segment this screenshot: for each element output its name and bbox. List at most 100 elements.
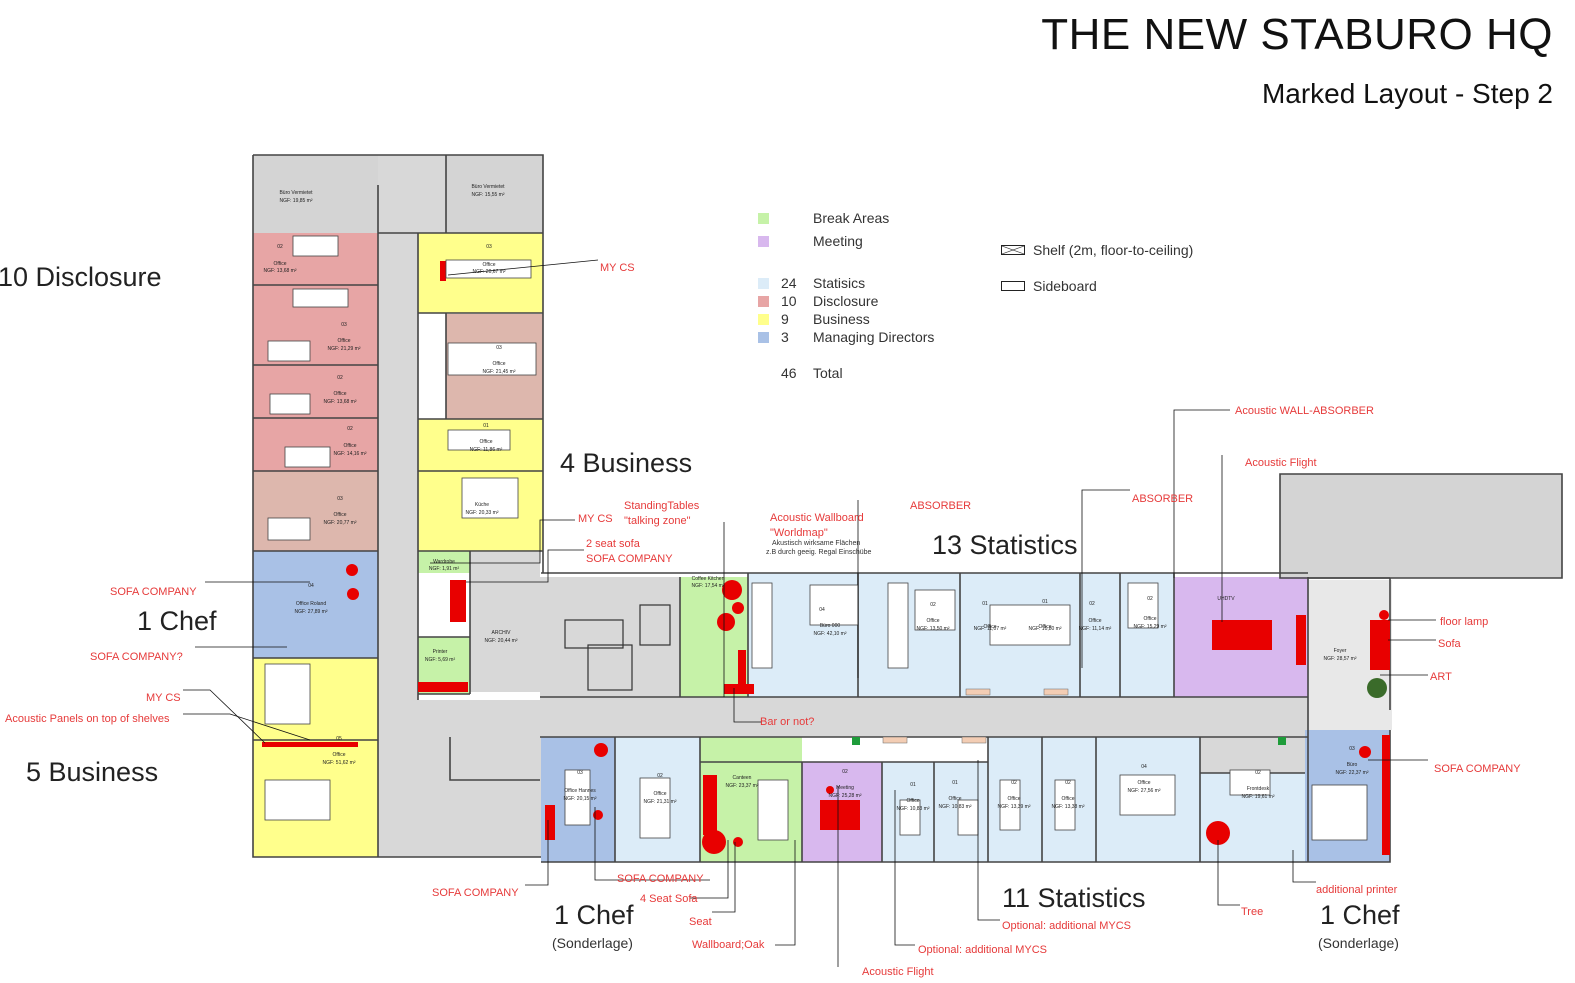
label-office-1368: Office xyxy=(274,261,287,267)
swatch-disclosure xyxy=(758,295,769,307)
swatch-meeting xyxy=(758,235,769,247)
legend-break-label: Break Areas xyxy=(813,210,890,226)
area-buro-corner: NGF: 22,37 m² xyxy=(1335,770,1368,776)
legend-disclosure: 10 Disclosure xyxy=(758,293,878,309)
num-office-hannes: 03 xyxy=(577,770,583,776)
ann-absorber-2: ABSORBER xyxy=(1132,493,1194,505)
canteen-sofa xyxy=(703,775,717,835)
label-office-2129: Office xyxy=(338,338,351,344)
swatch-total-blank xyxy=(758,368,769,379)
num-office-s1: 01 xyxy=(982,601,988,607)
label-office-s2: Office xyxy=(1039,624,1052,630)
callout-lines xyxy=(183,259,1436,967)
coffee-shelf xyxy=(738,650,746,690)
num-office-1350: 02 xyxy=(930,602,936,608)
area-frontdesk: NGF: 19,61 m² xyxy=(1241,794,1274,800)
ann-additional-printer: additional printer xyxy=(1316,884,1398,896)
meeting-table xyxy=(1212,620,1272,650)
ann-sofa-company-left: SOFA COMPANY xyxy=(110,586,197,598)
num-office-2756: 04 xyxy=(1141,764,1147,770)
chair-a xyxy=(346,564,358,576)
legend-total-num: 46 xyxy=(781,365,797,381)
label-office-s1: Office xyxy=(984,624,997,630)
num-office-roland: 04 xyxy=(308,583,314,589)
legend-business-label: Business xyxy=(813,311,870,327)
area-office-1416: NGF: 14,16 m² xyxy=(333,451,366,457)
num-office-1368b: 02 xyxy=(337,375,343,381)
legend-sideboard: Sideboard xyxy=(1001,278,1097,294)
chair-d xyxy=(593,810,603,820)
sofa-left xyxy=(440,261,446,281)
num-buro-4210: 04 xyxy=(819,607,825,613)
label-archiv: ARCHIV xyxy=(492,630,512,636)
swatch-business xyxy=(758,313,769,325)
num-office-b1: 01 xyxy=(910,782,916,788)
standing-table-2 xyxy=(717,613,735,631)
tree-lobby xyxy=(1367,678,1387,698)
area-office-b4: NGF: 13,38 m² xyxy=(1051,804,1084,810)
area-office-s2: NGF: 10,80 m² xyxy=(1028,626,1061,632)
zone-label-disclosure: 10 Disclosure xyxy=(0,262,162,292)
rented-office-left xyxy=(253,155,378,233)
corridor-horizontal xyxy=(540,697,1308,737)
ann-tree: Tree xyxy=(1241,906,1264,918)
ann-acoustic-wallboard: Acoustic Wallboard xyxy=(770,512,864,524)
legend-managing: 3 Managing Directors xyxy=(758,329,934,345)
area-office-1350: NGF: 13,50 m² xyxy=(916,626,949,632)
area-meeting-bottom: NGF: 25,28 m² xyxy=(828,793,861,799)
area-office-s3: NGF: 11,14 m² xyxy=(1079,626,1112,632)
corridor-areas xyxy=(253,155,1562,857)
ann-bar: Bar or not? xyxy=(760,716,815,728)
label-office-1416: Office xyxy=(344,443,357,449)
ann-talking-zone: "talking zone" xyxy=(624,515,691,527)
num-office-b3: 02 xyxy=(1011,780,1017,786)
num-office-2131: 02 xyxy=(657,773,663,779)
legend-statistics: 24 Statisics xyxy=(758,275,865,291)
ann-sofa-company-q: SOFA COMPANY? xyxy=(90,651,183,663)
ann-sofa-company-a: SOFA COMPANY xyxy=(586,553,673,565)
zone-label-business-4: 4 Business xyxy=(560,448,693,478)
page-title: THE NEW STABURO HQ xyxy=(1041,10,1553,59)
ann-sofa-company-b2: SOFA COMPANY xyxy=(617,873,704,885)
ann-sofa-company-bottom: SOFA COMPANY xyxy=(432,887,519,899)
num-office-s2: 01 xyxy=(1042,599,1048,605)
label-buro-corner: Büro xyxy=(1347,762,1358,768)
corridor-lower-left xyxy=(378,700,541,857)
stairs xyxy=(564,604,671,691)
area-archiv: NGF: 20,44 m² xyxy=(484,638,517,644)
label-foyer: Foyer xyxy=(1334,648,1347,654)
legend-sideboard-label: Sideboard xyxy=(1033,278,1097,294)
area-wardrobe: NGF: 1,91 m² xyxy=(429,566,460,572)
legend-total-label: Total xyxy=(813,365,843,381)
zone-label-statistics-13: 13 Statistics xyxy=(932,530,1078,560)
legend-disclosure-label: Disclosure xyxy=(813,293,879,309)
legend-shelf-label: Shelf (2m, floor-to-ceiling) xyxy=(1033,242,1194,258)
label-office-1350: Office xyxy=(927,618,940,624)
legend-meeting-label: Meeting xyxy=(813,233,863,249)
sofa-2seat xyxy=(450,580,466,622)
marker-green-1 xyxy=(852,737,860,745)
printer-cabinet xyxy=(418,682,468,692)
sideboard-2 xyxy=(961,736,987,744)
zone-sub-chef-right: (Sonderlage) xyxy=(1318,935,1399,951)
ann-akustisch-1: Akustisch wirksame Flächen xyxy=(772,540,861,547)
label-office-r3: Office xyxy=(480,439,493,445)
ann-my-cs-top: MY CS xyxy=(600,262,635,274)
ann-sofa: Sofa xyxy=(1438,638,1461,650)
area-office-2077: NGF: 20,77 m² xyxy=(323,520,356,526)
swatch-statistics xyxy=(758,277,769,289)
label-buro-right: Büro Vermietet xyxy=(471,184,505,190)
area-office-2129: NGF: 21,29 m² xyxy=(327,346,360,352)
label-office-b1: Office xyxy=(907,798,920,804)
ann-seat: Seat xyxy=(689,916,712,928)
area-buro-left: NGF: 19,85 m² xyxy=(279,198,312,204)
sideboard-3 xyxy=(965,688,991,696)
ann-sofa-company-right: SOFA COMPANY xyxy=(1434,763,1521,775)
area-coffee: NGF: 17,54 m² xyxy=(691,583,724,589)
area-office-s4: NGF: 15,29 m² xyxy=(1133,624,1166,630)
label-wardrobe: Wardrobe xyxy=(433,559,455,565)
meeting-shelf xyxy=(1296,615,1306,665)
area-office-hannes: NGF: 20,15 m² xyxy=(563,796,596,802)
num-office-1368: 02 xyxy=(277,244,283,250)
